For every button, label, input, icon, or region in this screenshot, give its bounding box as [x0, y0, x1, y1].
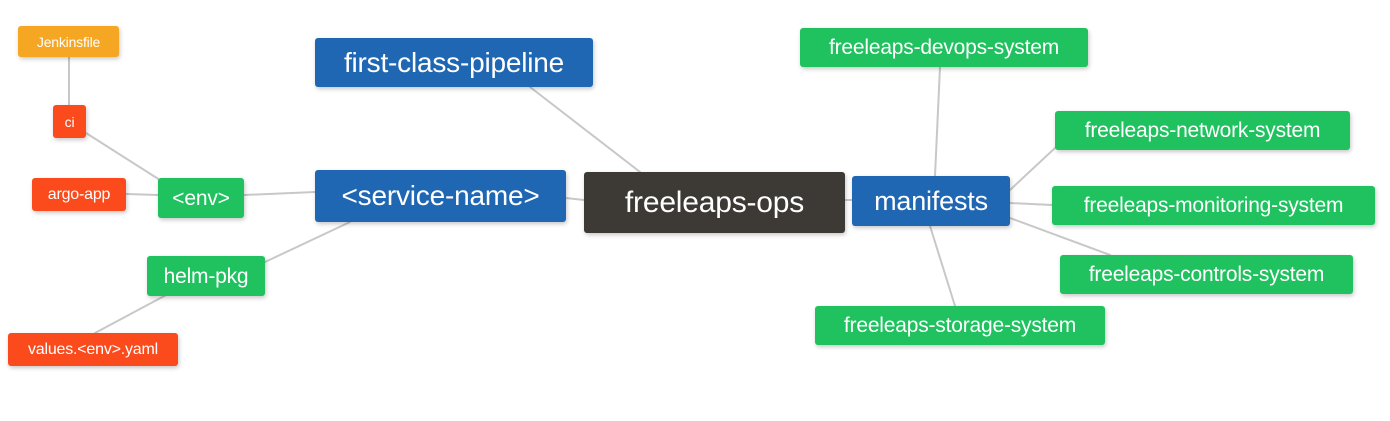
edge-manifests-to-freeleaps-monitoring-system — [1009, 202, 1053, 206]
node-first-class-pipeline[interactable]: first-class-pipeline — [315, 38, 593, 87]
edge-manifests-to-freeleaps-devops-system — [934, 66, 941, 177]
node-ci[interactable]: ci — [53, 105, 86, 138]
node-freeleaps-monitoring-system[interactable]: freeleaps-monitoring-system — [1052, 186, 1375, 225]
node-values-yaml[interactable]: values.<env>.yaml — [8, 333, 178, 366]
edge-manifests-to-freeleaps-network-system — [1009, 147, 1056, 191]
node-helm-pkg[interactable]: helm-pkg — [147, 256, 265, 296]
node-env[interactable]: <env> — [158, 178, 244, 218]
edge-manifests-to-freeleaps-storage-system — [929, 225, 956, 307]
node-freeleaps-ops[interactable]: freeleaps-ops — [584, 172, 845, 233]
edge-env-to-service-name — [243, 191, 316, 196]
edge-manifests-to-freeleaps-controls-system — [1009, 217, 1111, 256]
node-manifests[interactable]: manifests — [852, 176, 1010, 226]
edge-service-name-to-freeleaps-ops — [565, 197, 585, 201]
edge-ci-to-env — [85, 132, 161, 181]
node-freeleaps-storage-system[interactable]: freeleaps-storage-system — [815, 306, 1105, 345]
node-freeleaps-controls-system[interactable]: freeleaps-controls-system — [1060, 255, 1353, 294]
node-jenkinsfile[interactable]: Jenkinsfile — [18, 26, 119, 57]
edge-argo-app-to-env — [125, 193, 159, 196]
node-service-name[interactable]: <service-name> — [315, 170, 566, 222]
node-argo-app[interactable]: argo-app — [32, 178, 126, 211]
edge-service-name-to-helm-pkg — [264, 221, 351, 263]
node-freeleaps-network-system[interactable]: freeleaps-network-system — [1055, 111, 1350, 150]
edge-first-class-pipeline-to-freeleaps-ops — [529, 86, 641, 173]
edge-helm-pkg-to-values-yaml — [94, 293, 169, 334]
node-freeleaps-devops-system[interactable]: freeleaps-devops-system — [800, 28, 1088, 67]
